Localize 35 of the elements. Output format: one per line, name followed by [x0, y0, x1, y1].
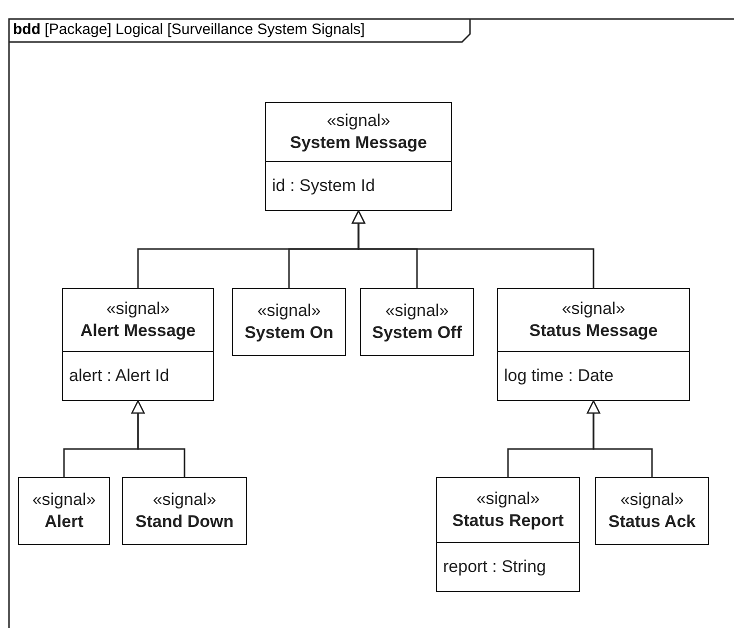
- stereotype-label: «signal»: [152, 489, 216, 511]
- signal-block: [122, 477, 247, 545]
- stereotype-label: «signal»: [106, 298, 170, 320]
- signal-block: [232, 288, 346, 356]
- generalization-arrow: [352, 210, 594, 288]
- attribute-text: alert : Alert Id: [69, 365, 170, 387]
- stereotype-label: «signal»: [476, 488, 540, 510]
- stereotype-label: «signal»: [326, 110, 390, 132]
- stereotype-label: «signal»: [257, 300, 321, 322]
- signal-block: [436, 477, 580, 592]
- block-name: Status Report: [452, 510, 564, 532]
- signal-block: [497, 288, 690, 401]
- block-name: System Off: [372, 322, 462, 344]
- stereotype-label: «signal»: [32, 489, 96, 511]
- signal-block: [18, 477, 110, 545]
- block-name: System On: [244, 322, 334, 344]
- generalization-arrow: [131, 400, 186, 477]
- block-name: Alert Message: [80, 320, 196, 342]
- block-name: Stand Down: [135, 511, 234, 533]
- signal-block: [62, 288, 214, 401]
- stereotype-label: «signal»: [620, 489, 684, 511]
- signal-block: [265, 102, 452, 211]
- generalization-arrow: [586, 400, 653, 477]
- signal-block: [360, 288, 474, 356]
- stereotype-label: «signal»: [562, 298, 626, 320]
- block-name: Status Message: [529, 320, 658, 342]
- block-name: System Message: [290, 132, 428, 154]
- attribute-text: log time : Date: [504, 365, 614, 387]
- frame-title: bdd [Package] Logical [Surveillance System Signals]: [13, 21, 365, 38]
- signal-block: [595, 477, 709, 545]
- attribute-text: id : System Id: [272, 175, 375, 197]
- block-name: Alert: [44, 511, 84, 533]
- block-name: Status Ack: [608, 511, 696, 533]
- stereotype-label: «signal»: [385, 300, 449, 322]
- attribute-text: report : String: [443, 556, 546, 578]
